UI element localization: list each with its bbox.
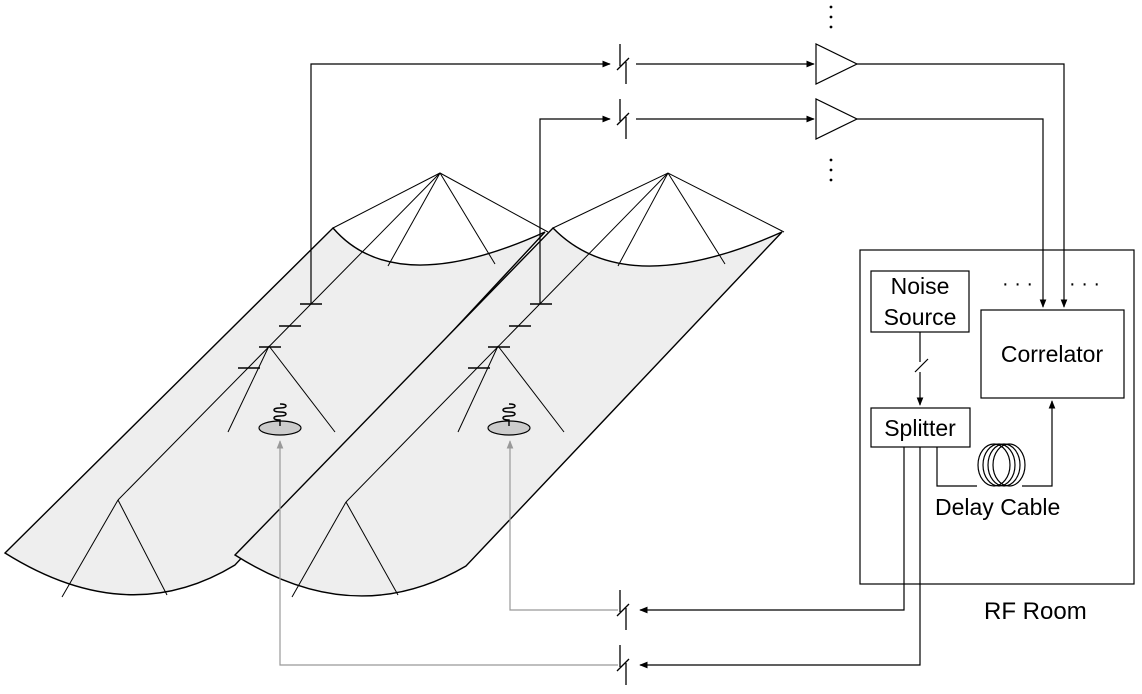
amplifier-ellipsis-bottom <box>829 158 833 182</box>
signal-path-top <box>310 60 1068 308</box>
amplifier-ellipsis-top <box>829 5 833 29</box>
correlator-label: Correlator <box>1001 341 1104 367</box>
cable-break-symbol-upper-return <box>616 590 630 630</box>
noise-source-label-line1: Noise <box>891 273 950 299</box>
calibration-antenna-left <box>258 403 302 436</box>
correlator-box <box>980 309 1125 399</box>
noise-return-path-lower <box>276 440 921 669</box>
amplifier-top <box>815 43 859 85</box>
calibration-antenna-right <box>487 403 531 436</box>
cable-break-symbol-lower-return <box>616 645 630 685</box>
correlator-input-ellipsis-left: · · · <box>1002 273 1033 295</box>
splitter-box <box>870 407 971 448</box>
noise-switch-symbol <box>914 332 929 406</box>
correlator-input-ellipsis-right: · · · <box>1069 273 1100 295</box>
delay-cable-label: Delay Cable <box>935 494 1060 520</box>
rf-room-label: RF Room <box>984 598 1087 625</box>
splitter-label: Splitter <box>884 415 956 441</box>
signal-path-second <box>539 115 1047 308</box>
noise-source-box <box>870 270 970 333</box>
noise-source-label-line2: Source <box>884 304 957 330</box>
cable-break-symbol-top <box>616 44 630 84</box>
delay-cable-coil-icon <box>977 443 1026 487</box>
cable-break-symbol-second <box>616 99 630 139</box>
rf-room-box <box>859 249 1135 585</box>
amplifier-second <box>815 98 859 140</box>
noise-return-path-upper <box>506 440 905 614</box>
delay-cable-path <box>936 400 1056 487</box>
